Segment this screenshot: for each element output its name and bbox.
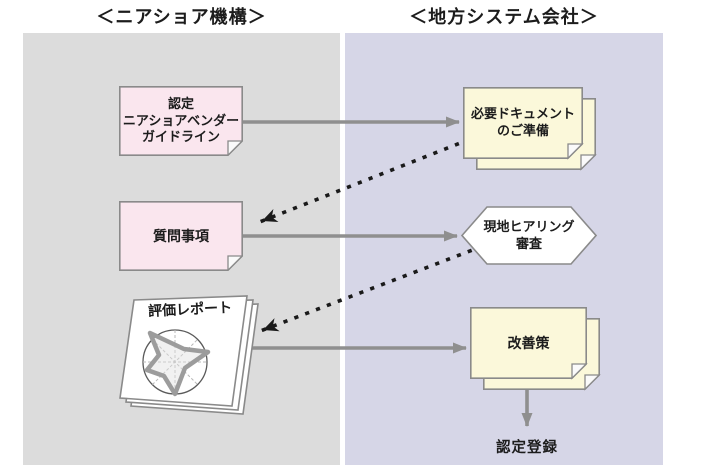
connector-hearing-to-report-dotted <box>260 248 473 333</box>
node-guideline-note: 認定 ニアショアベンダー ガイドライン <box>119 86 243 156</box>
improvement-label: 改善策 <box>507 334 550 351</box>
radar-polygon <box>144 330 211 397</box>
node-questions-note: 質問事項 <box>119 201 243 271</box>
hearing-hexagon-shape <box>461 206 597 265</box>
node-hearing-hexagon: 現地ヒアリング 審査 <box>461 206 597 265</box>
hearing-label: 現地ヒアリング 審査 <box>483 218 575 251</box>
questions-label: 質問事項 <box>153 227 209 244</box>
node-improvement-note: 改善策 <box>470 307 602 391</box>
column-header-nearshore-org: ＜ニアショア機構＞ <box>96 7 267 27</box>
column-header-regional-system-company: ＜地方システム会社＞ <box>409 7 599 27</box>
documents-note-fold-icon <box>567 143 584 160</box>
radar-chart-graphic <box>142 329 211 397</box>
node-documents-note: 必要ドキュメント のご準備 <box>463 87 598 172</box>
documents-back-fold-icon <box>580 154 597 171</box>
improvement-back-fold-icon <box>584 374 601 391</box>
improvement-note-fold-icon <box>571 363 588 380</box>
connector-documents-to-questions-dotted <box>259 137 471 224</box>
guideline-label: 認定 ニアショアベンダー ガイドライン <box>122 95 240 145</box>
guideline-note-fold-icon <box>227 140 243 156</box>
documents-label: 必要ドキュメント のご準備 <box>470 106 575 138</box>
questions-note-fold-icon <box>227 255 243 271</box>
node-evaluation-report <box>116 292 266 418</box>
registration-label: 認定登録 <box>496 440 558 456</box>
